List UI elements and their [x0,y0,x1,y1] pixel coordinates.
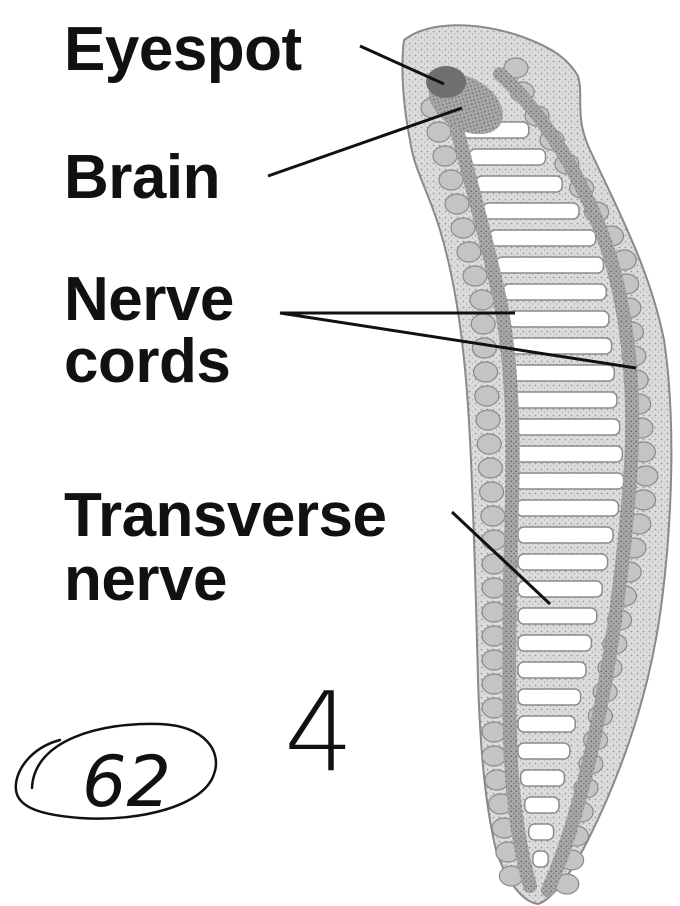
label-nerve-cords-line2: cords [64,327,230,396]
body-cell [481,506,505,526]
transverse-nerve-segment [483,203,579,219]
body-cell [472,338,496,358]
transverse-nerve-segment [518,527,613,543]
body-cell [482,722,506,742]
body-cell [427,122,451,142]
transverse-nerve-segment [476,176,562,192]
transverse-nerve-segment [496,257,603,273]
body-cell [445,194,469,214]
handwritten-circled-number: 62 [16,724,216,823]
body-cell [474,362,498,382]
handwritten-number: 4 [284,668,354,796]
transverse-nerve-segment [518,716,575,732]
body-cell [477,434,501,454]
transverse-nerve-segment [518,689,581,705]
body-cell [457,242,481,262]
body-cell [451,218,475,238]
body-cell [439,170,463,190]
body-cell [471,314,495,334]
transverse-nerve-segment [516,500,618,516]
transverse-nerve-segment [529,824,554,840]
body-cell [480,482,504,502]
body-cell [482,554,506,574]
body-cell [482,746,506,766]
circled-number-text: 62 [82,741,171,823]
transverse-nerve-segment [533,851,548,867]
label-nerve-cords-line1: Nerve [64,265,234,334]
transverse-nerve-segment [525,797,559,813]
transverse-nerve-segment [511,392,617,408]
body-cell [475,386,499,406]
transverse-nerve-segment [518,581,602,597]
label-brain: Brain [64,143,220,212]
transverse-nerve-segment [510,365,615,381]
transverse-nerve-segment [518,608,597,624]
transverse-nerve-segment [521,770,565,786]
transverse-nerve-segment [469,149,545,165]
transverse-nerve-segment [515,473,624,489]
transverse-nerve-segment [503,284,606,300]
label-eyespot: Eyespot [64,15,302,84]
eyespot-shape [426,66,466,98]
label-transverse-line2: nerve [64,545,227,614]
body-cell [482,530,506,550]
body-cell [482,602,506,622]
body-cell [482,698,506,718]
body-cell [433,146,457,166]
transverse-nerve-segment [512,419,619,435]
transverse-nerve-segment [518,554,608,570]
body-cell [482,578,506,598]
body-cell [470,290,494,310]
body-cell [463,266,487,286]
transverse-nerve-segment [507,311,609,327]
body-cell [482,626,506,646]
transverse-nerve-segment [518,662,586,678]
transverse-nerve-segment [518,635,591,651]
body-cell [476,410,500,430]
body-cell [478,458,502,478]
transverse-nerve-segment [518,743,570,759]
transverse-nerve-segment [514,446,623,462]
transverse-nerve-segment [490,230,596,246]
label-transverse-line1: Transverse [64,481,386,550]
